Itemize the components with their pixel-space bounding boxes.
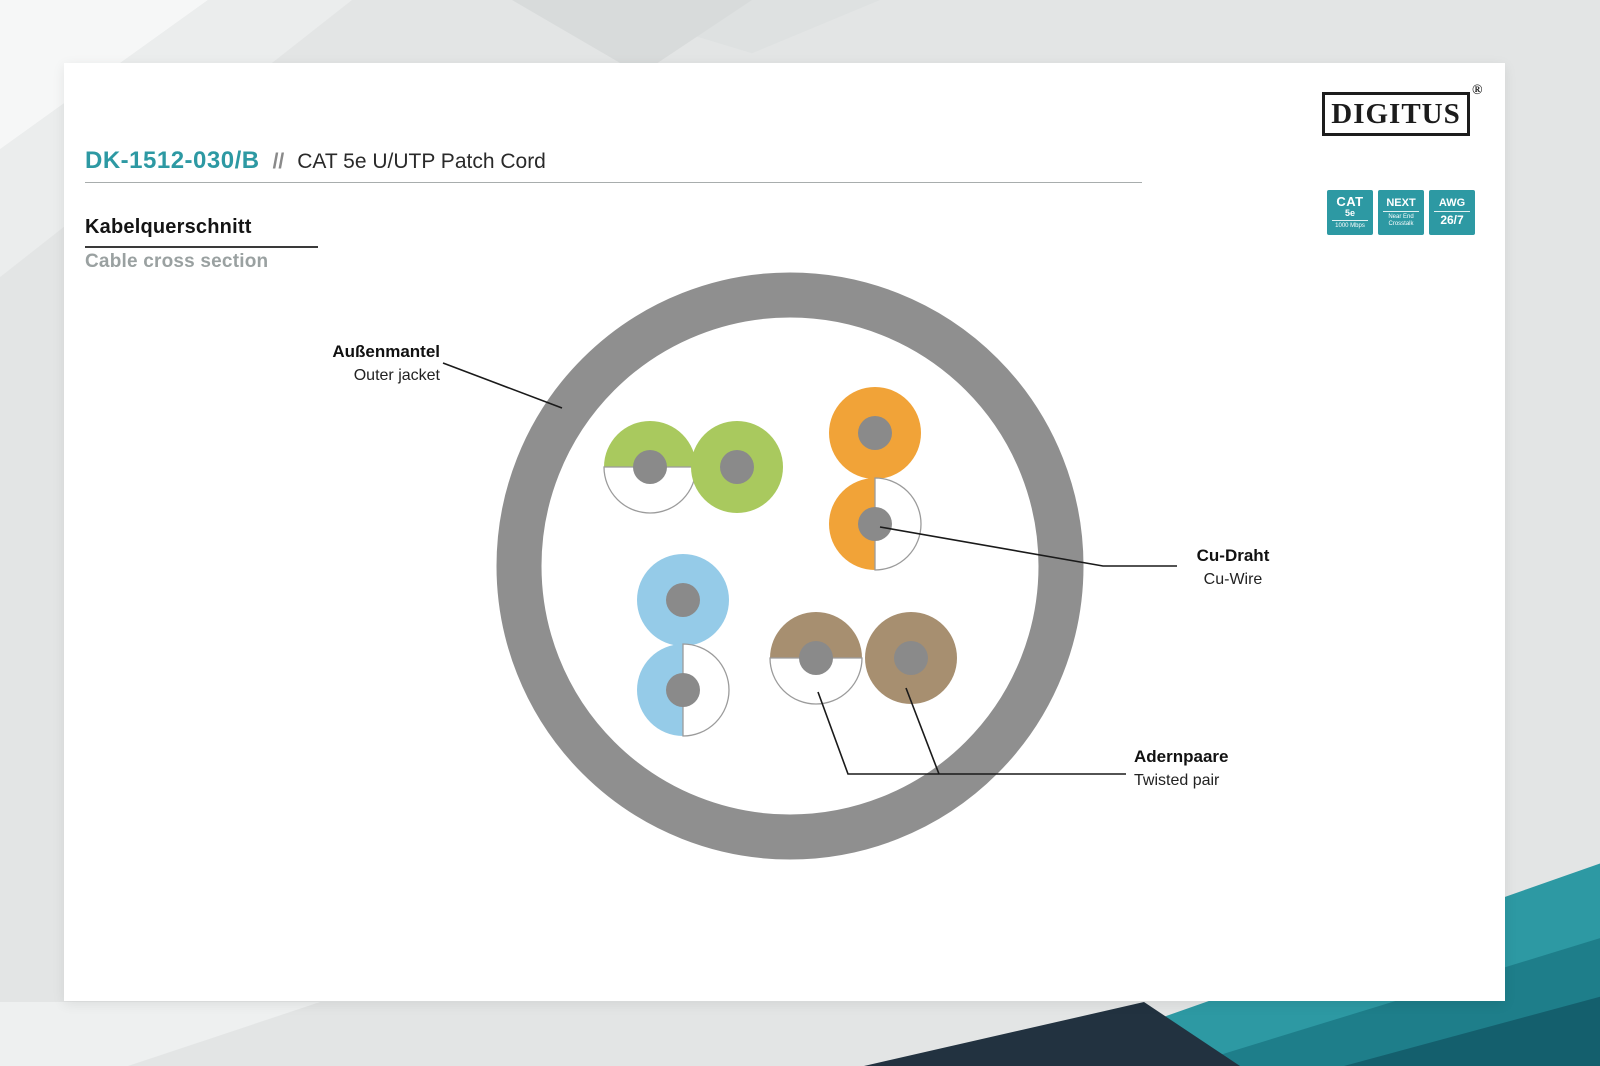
badge-next-sub2: Crosstalk (1388, 220, 1414, 227)
product-code: DK-1512-030/B (85, 147, 260, 174)
label-outer-jacket: Außenmantel Outer jacket (240, 342, 440, 385)
badge-awg-title: AWG (1438, 196, 1466, 209)
product-name: CAT 5e U/UTP Patch Cord (297, 150, 546, 173)
leader-line-outer-jacket (442, 362, 563, 409)
wire-pair-blue (637, 554, 730, 737)
badge-cat5e-title: CAT (1336, 194, 1364, 210)
badge-divider (1383, 211, 1419, 213)
badge-cat5e: CAT 5e 1000 Mbps (1327, 190, 1373, 235)
blue-wire-striped-white-half (682, 643, 730, 737)
orange-wire-striped-white-half (874, 477, 922, 571)
copper-core (858, 416, 892, 450)
copper-core (633, 450, 667, 484)
green-wire-striped-white-half (603, 466, 697, 514)
badge-cat5e-sub: 5e (1344, 207, 1355, 218)
badge-next-title: NEXT (1386, 196, 1416, 209)
blue-wire-solid (637, 554, 729, 646)
brown-wire-striped-top-half (770, 612, 862, 658)
green-wire-solid (691, 421, 783, 513)
brand-logo-text: DIGITUS (1322, 92, 1470, 136)
section-title-underline (85, 246, 318, 248)
label-twisted-pair-de: Adernpaare (1134, 747, 1229, 766)
label-twisted-pair: Adernpaare Twisted pair (1134, 747, 1274, 790)
label-cu-wire: Cu-Draht Cu-Wire (1183, 546, 1283, 589)
leader-line-cu-wire (879, 526, 1177, 567)
header-divider (85, 182, 1142, 183)
product-title: DK-1512-030/B // CAT 5e U/UTP Patch Cord (85, 147, 546, 175)
copper-core (666, 583, 700, 617)
badge-next-sub1: Near End (1388, 214, 1414, 221)
copper-core (858, 507, 892, 541)
label-outer-jacket-de: Außenmantel (332, 342, 440, 361)
badge-next: NEXT Near End Crosstalk (1378, 190, 1424, 235)
copper-core (799, 641, 833, 675)
label-twisted-pair-en: Twisted pair (1134, 772, 1220, 789)
badge-divider (1332, 220, 1368, 222)
brown-wire-solid (865, 612, 957, 704)
copper-core (666, 673, 700, 707)
brand-logo: DIGITUS ® (1322, 83, 1482, 136)
blue-wire-striped-left-half (637, 644, 683, 736)
badge-awg-value: 26/7 (1440, 213, 1464, 228)
spec-badges: CAT 5e 1000 Mbps NEXT Near End Crosstalk… (1327, 190, 1475, 235)
wire-pair-orange (829, 387, 922, 571)
green-wire-striped-top-half (604, 421, 696, 467)
section-title-en: Cable cross section (85, 251, 269, 272)
section-title-de: Kabelquerschnitt (85, 216, 252, 238)
label-outer-jacket-en: Outer jacket (353, 367, 440, 384)
copper-core (894, 641, 928, 675)
brown-wire-striped-white-half (769, 657, 863, 705)
orange-wire-striped-left-half (829, 478, 875, 570)
leader-line-twisted-pair-left (817, 691, 1126, 775)
wire-pair-green (603, 421, 783, 514)
title-separator: // (272, 150, 285, 173)
badge-cat5e-speed: 1000 Mbps (1335, 223, 1365, 230)
badge-awg: AWG 26/7 (1429, 190, 1475, 235)
badge-divider (1434, 211, 1470, 213)
outer-jacket-ring (496, 272, 1084, 860)
label-cu-wire-de: Cu-Draht (1196, 546, 1270, 565)
label-cu-wire-en: Cu-Wire (1203, 571, 1263, 588)
wire-pair-brown (769, 612, 957, 705)
leader-line-twisted-pair-right (905, 687, 940, 775)
copper-core (720, 450, 754, 484)
orange-wire-solid (829, 387, 921, 479)
registered-trademark-symbol: ® (1472, 83, 1483, 98)
